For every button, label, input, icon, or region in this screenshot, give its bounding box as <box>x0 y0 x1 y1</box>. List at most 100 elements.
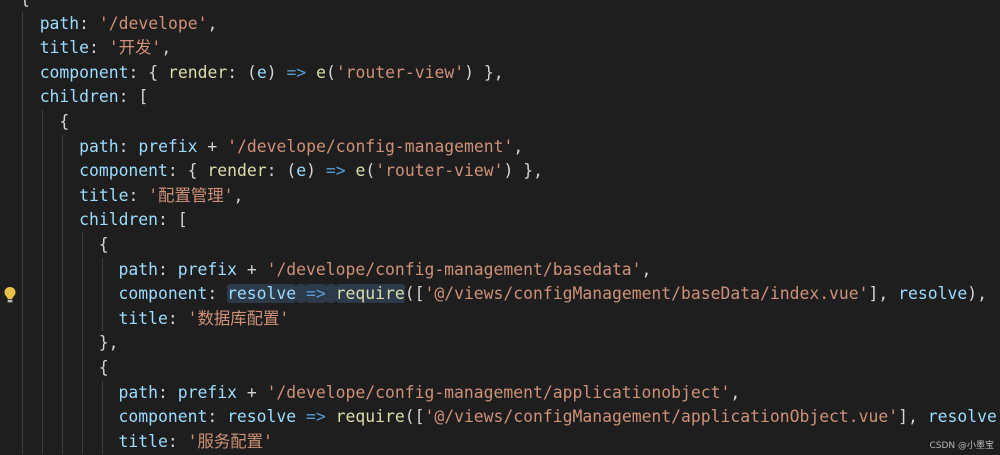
indent-guide <box>22 159 23 184</box>
indent-guide <box>62 257 63 283</box>
code-line[interactable]: }, <box>0 331 1000 356</box>
code-text[interactable]: component: { render: (e) => e('router-vi… <box>79 159 543 184</box>
code-text[interactable]: path: prefix + '/develope/config-managem… <box>119 258 652 283</box>
lightbulb-icon[interactable] <box>3 286 17 304</box>
indent-guide <box>102 257 103 283</box>
code-token: render <box>167 62 228 82</box>
code-line[interactable]: component: { render: (e) => e('router-vi… <box>0 60 1000 86</box>
code-token: : <box>118 136 139 156</box>
code-token: '数据库配置' <box>187 308 290 328</box>
indent-guide <box>62 208 63 233</box>
code-token <box>346 161 356 180</box>
code-token: : { <box>128 62 168 82</box>
indent-guide <box>22 11 23 37</box>
indent-guide <box>82 232 83 258</box>
indent-guide <box>42 257 43 283</box>
indent-guide <box>42 429 43 455</box>
code-token <box>296 284 307 304</box>
code-line[interactable]: component: resolve => require(['@/views/… <box>0 405 1000 430</box>
indent-guide <box>42 405 43 430</box>
indent-guide <box>82 355 83 381</box>
indent-guide <box>22 306 23 332</box>
code-text[interactable]: { <box>99 233 109 258</box>
code-token: '/develope/config-management/application… <box>266 382 731 402</box>
code-text[interactable]: title: '开发', <box>40 36 172 61</box>
code-token: title <box>118 308 168 328</box>
code-line[interactable]: title: '数据库配置' <box>0 306 1000 332</box>
code-token: path <box>39 13 80 33</box>
code-line[interactable]: component: { render: (e) => e('router-vi… <box>0 159 1000 184</box>
code-token: '开发' <box>108 38 162 58</box>
code-line[interactable]: { <box>0 109 1000 135</box>
code-text[interactable]: path: prefix + '/develope/config-managem… <box>119 381 741 406</box>
code-token <box>296 407 306 426</box>
indent-guide <box>22 355 23 381</box>
code-line[interactable]: component: resolve => require(['@/views/… <box>0 282 1000 307</box>
code-line[interactable]: children: [ <box>0 85 1000 110</box>
code-line[interactable]: path: '/develope', <box>0 11 1000 37</box>
indent-guide <box>22 380 23 406</box>
code-token: '@/views/configManagement/applicationObj… <box>424 407 899 427</box>
code-line[interactable]: { <box>0 0 1000 12</box>
code-token: require <box>335 284 405 304</box>
code-line[interactable]: path: prefix + '/develope/config-managem… <box>0 134 1000 160</box>
indent-guide <box>22 331 23 356</box>
code-token: resolve <box>227 284 297 304</box>
code-text[interactable]: path: prefix + '/develope/config-managem… <box>79 135 523 160</box>
code-text[interactable]: path: '/develope', <box>40 12 218 37</box>
code-text[interactable]: { <box>99 356 109 381</box>
code-line[interactable]: title: '配置管理', <box>0 183 1000 209</box>
code-token: ], <box>898 407 928 427</box>
code-token: render <box>207 161 267 181</box>
code-token: , <box>730 382 741 402</box>
code-token: e <box>316 62 326 82</box>
code-token: '配置管理' <box>148 185 234 205</box>
code-line[interactable]: path: prefix + '/develope/config-managem… <box>0 257 1000 283</box>
code-line[interactable]: { <box>0 355 1000 381</box>
code-text[interactable]: title: '服务配置' <box>119 430 273 455</box>
indent-guide <box>62 380 63 406</box>
indent-guide <box>42 159 43 184</box>
code-text[interactable]: { <box>20 0 30 12</box>
code-line[interactable]: path: prefix + '/develope/config-managem… <box>0 380 1000 406</box>
code-text[interactable]: }, <box>99 331 119 356</box>
code-text[interactable]: title: '配置管理', <box>79 184 243 209</box>
indent-guide <box>82 282 83 307</box>
code-line[interactable]: title: '服务配置' <box>0 429 1000 455</box>
code-line[interactable]: { <box>0 232 1000 258</box>
code-token: : <box>207 407 228 427</box>
indent-guide <box>42 380 43 406</box>
code-token: => <box>325 161 346 181</box>
code-token: }, <box>98 333 119 353</box>
code-token: : <box>157 382 178 402</box>
indent-guide <box>62 282 63 307</box>
code-text[interactable]: { <box>59 110 69 135</box>
code-line[interactable]: title: '开发', <box>0 36 1000 61</box>
code-token: + <box>197 136 228 156</box>
code-text[interactable]: children: [ <box>40 85 149 110</box>
indent-guide <box>82 331 83 356</box>
code-token: => <box>306 407 326 427</box>
code-text[interactable]: component: { render: (e) => e('router-vi… <box>40 61 504 86</box>
code-token: { <box>59 111 70 131</box>
code-token: e <box>296 161 307 181</box>
code-token: { <box>98 234 109 254</box>
indent-guide <box>22 405 23 430</box>
code-text[interactable]: component: resolve => require(['@/views/… <box>119 282 987 307</box>
indent-guide <box>22 232 23 258</box>
code-token: + <box>236 259 267 279</box>
code-token: : <box>167 431 188 451</box>
indent-guide <box>62 232 63 258</box>
code-line[interactable]: children: [ <box>0 208 1000 233</box>
indent-guide <box>82 429 83 455</box>
code-token: , <box>233 185 244 205</box>
code-text[interactable]: children: [ <box>79 208 188 233</box>
indent-guide <box>22 257 23 283</box>
code-token: require <box>335 407 405 427</box>
code-token <box>306 63 316 82</box>
code-token: 'router-view' <box>335 62 465 82</box>
code-text[interactable]: title: '数据库配置' <box>119 307 290 332</box>
code-text[interactable]: component: resolve => require(['@/views/… <box>119 405 1000 430</box>
